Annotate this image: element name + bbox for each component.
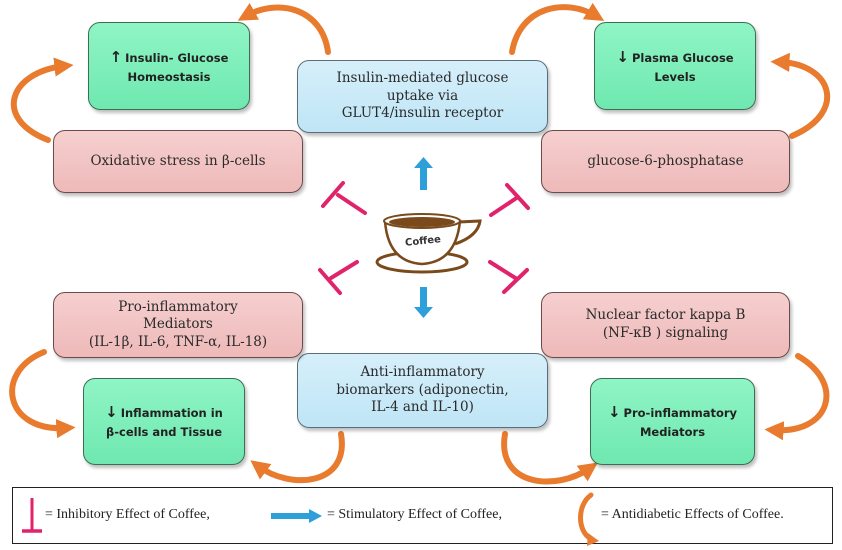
inhibited-pro-inflammatory-mediators: Pro-inflammatory Mediators (IL-1β, IL-6,… bbox=[53, 292, 303, 358]
inhibited-oxidative-stress: Oxidative stress in β-cells bbox=[53, 130, 303, 193]
decrease-arrow-icon: ↓ bbox=[607, 403, 621, 422]
antidiabetic-arrow-biomarkers-to-inflammation bbox=[250, 431, 345, 484]
stimulated-insulin-mediated-uptake: Insulin-mediated glucose uptake via GLUT… bbox=[297, 60, 548, 133]
antidiabetic-arrow-oxidative-to-homeostasis bbox=[11, 57, 74, 143]
inhibitory-symbol-pro-inflammatory bbox=[318, 260, 359, 295]
antidiabetic-arrow-nfkb-to-proinflammatory-outcome bbox=[764, 353, 830, 441]
antidiabetic-arrow-g6p-to-plasma-glucose bbox=[770, 52, 831, 139]
box-text: Anti-inflammatory biomarkers (adiponecti… bbox=[336, 364, 509, 416]
box-text: Nuclear factor kappa B (NF-κB ) signalin… bbox=[585, 307, 746, 341]
inhibitory-legend-icon bbox=[22, 498, 42, 533]
box-text: Oxidative stress in β-cells bbox=[90, 152, 266, 169]
outcome-insulin-glucose-homeostasis: ↑Insulin- Glucose Homeostasis bbox=[88, 22, 250, 110]
legend: = Inhibitory Effect of Coffee, = Stimula… bbox=[12, 487, 833, 546]
antidiabetic-arrow-uptake-to-plasma-glucose bbox=[509, 2, 605, 55]
inhibited-glucose-6-phosphatase: glucose-6-phosphatase bbox=[541, 130, 790, 193]
inhibited-nfkb-signaling: Nuclear factor kappa B (NF-κB ) signalin… bbox=[541, 292, 790, 358]
stimulatory-arrow-down bbox=[414, 287, 433, 318]
outcome-plasma-glucose-levels: ↓Plasma Glucose Levels bbox=[594, 22, 756, 110]
decrease-arrow-icon: ↓ bbox=[616, 47, 629, 66]
box-text: Plasma Glucose Levels bbox=[631, 50, 734, 84]
legend-stimulatory: = Stimulatory Effect of Coffee, bbox=[327, 507, 502, 522]
inhibitory-symbol-oxidative-stress bbox=[321, 181, 367, 215]
inhibitory-symbol-nfkb bbox=[488, 260, 529, 294]
box-text: Insulin-mediated glucose uptake via GLUT… bbox=[336, 70, 509, 122]
stimulated-anti-inflammatory-biomarkers: Anti-inflammatory biomarkers (adiponecti… bbox=[297, 353, 548, 428]
increase-arrow-icon: ↑ bbox=[109, 47, 123, 66]
box-text: Insulin- Glucose Homeostasis bbox=[125, 50, 229, 84]
antidiabetic-arrow-uptake-to-homeostasis bbox=[237, 2, 331, 55]
decrease-arrow-icon: ↓ bbox=[105, 403, 118, 422]
outcome-inflammation-beta-cells: ↓Inflammation in β-cells and Tissue bbox=[83, 378, 245, 465]
legend-antidiabetic: = Antidiabetic Effects of Coffee. bbox=[601, 507, 784, 522]
box-text: Inflammation in β-cells and Tissue bbox=[106, 406, 223, 440]
antidiabetic-arrow-biomarkers-to-proinflammatory-outcome bbox=[501, 431, 598, 485]
coffee-label: Coffee bbox=[404, 234, 442, 249]
antidiabetic-legend-icon bbox=[578, 492, 599, 546]
box-text: Pro-inflammatory Mediators bbox=[623, 406, 738, 440]
stimulatory-arrow-up bbox=[414, 157, 433, 190]
outcome-pro-inflammatory-mediators: ↓Pro-inflammatory Mediators bbox=[590, 378, 755, 465]
stimulatory-legend-icon bbox=[271, 509, 322, 523]
inhibitory-symbol-g6p bbox=[489, 183, 530, 217]
box-text: Pro-inflammatory Mediators (IL-1β, IL-6,… bbox=[88, 298, 268, 350]
antidiabetic-arrow-proinflammatory-to-inflammation bbox=[9, 349, 76, 439]
legend-inhibitory: = Inhibitory Effect of Coffee, bbox=[45, 507, 210, 522]
box-text: glucose-6-phosphatase bbox=[587, 152, 744, 169]
